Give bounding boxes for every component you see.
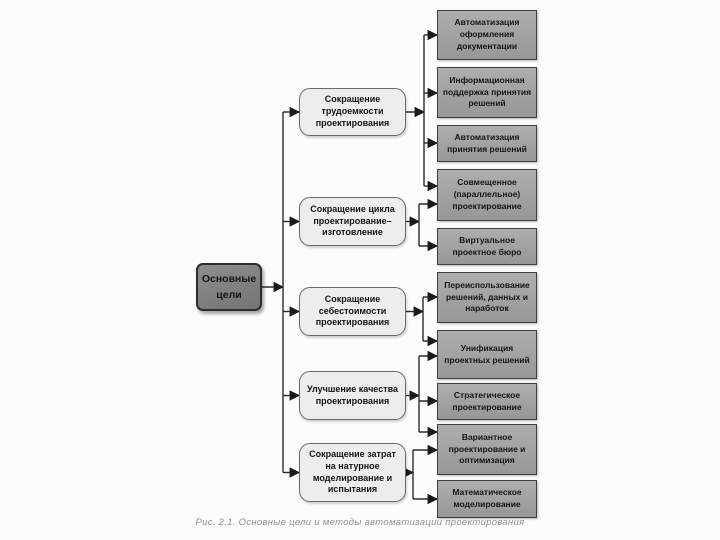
- method-node-m5: Виртуальное проектное бюро: [437, 228, 537, 265]
- goal-node-g5: Сокращение затрат на натурное моделирова…: [299, 443, 406, 502]
- method-node-m4: Совмещенное (параллельное) проектировани…: [437, 169, 537, 221]
- method-node-m6: Переиспользование решений, данных и нара…: [437, 272, 537, 323]
- method-node-m8: Стратегическое проектирование: [437, 383, 537, 420]
- method-node-m10: Математическое моделирование: [437, 480, 537, 518]
- goal-node-g2: Сокращение цикла проектирование– изготов…: [299, 197, 406, 246]
- goal-node-g1: Сокращение трудоемкости проектирования: [299, 88, 406, 136]
- method-node-m3: Автоматизация принятия решений: [437, 125, 537, 162]
- method-node-m9: Вариантное проектирование и оптимизация: [437, 424, 537, 475]
- method-node-m7: Унификация проектных решений: [437, 330, 537, 379]
- goal-node-g3: Сокращение себестоимости проектирования: [299, 287, 406, 336]
- goal-node-g4: Улучшение качества проектирования: [299, 371, 406, 420]
- figure-caption: Рис. 2.1. Основные цели и методы автомат…: [195, 517, 525, 528]
- method-node-m1: Автоматизация оформления документации: [437, 10, 537, 60]
- root-node-main-goals: Основные цели: [196, 263, 262, 311]
- method-node-m2: Информационная поддержка принятия решени…: [437, 67, 537, 118]
